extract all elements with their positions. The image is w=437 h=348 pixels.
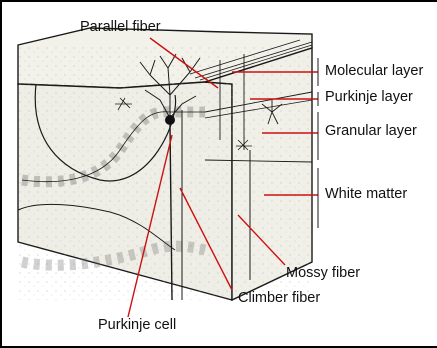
label-granular-layer: Granular layer (325, 124, 417, 139)
label-parallel-fiber: Parallel fiber (80, 20, 161, 35)
label-white-matter: White matter (325, 187, 407, 202)
label-climber-fiber: Climber fiber (238, 291, 320, 306)
label-purkinje-layer: Purkinje layer (325, 90, 413, 105)
label-purkinje-cell: Purkinje cell (98, 318, 176, 333)
purkinje-cell-soma (165, 115, 175, 125)
label-molecular-layer: Molecular layer (325, 64, 423, 79)
label-mossy-fiber: Mossy fiber (286, 266, 360, 281)
